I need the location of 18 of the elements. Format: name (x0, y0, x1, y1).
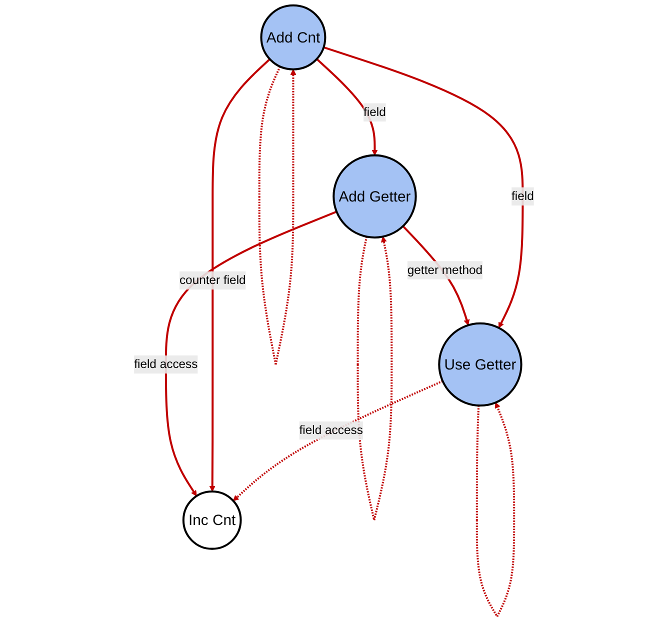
edge-label: field access (134, 357, 198, 371)
edge-label: field (364, 105, 386, 119)
arrow (323, 46, 524, 328)
edge-label: field access (299, 423, 363, 437)
node-circle: Use Getter (438, 322, 522, 407)
arrow (232, 380, 444, 502)
arrow (209, 58, 270, 492)
edge-label: field (512, 189, 534, 203)
node-circle: Add Getter (332, 154, 417, 238)
arrow (316, 58, 378, 156)
node-circle: Inc Cnt (182, 490, 242, 550)
arrow (356, 236, 393, 520)
node-circle: Add Cnt (260, 4, 326, 70)
edge-label: counter field (179, 273, 246, 287)
arrow (476, 402, 516, 617)
arrow (164, 210, 337, 496)
edge-label: getter method (407, 263, 483, 277)
arrow (258, 66, 296, 365)
